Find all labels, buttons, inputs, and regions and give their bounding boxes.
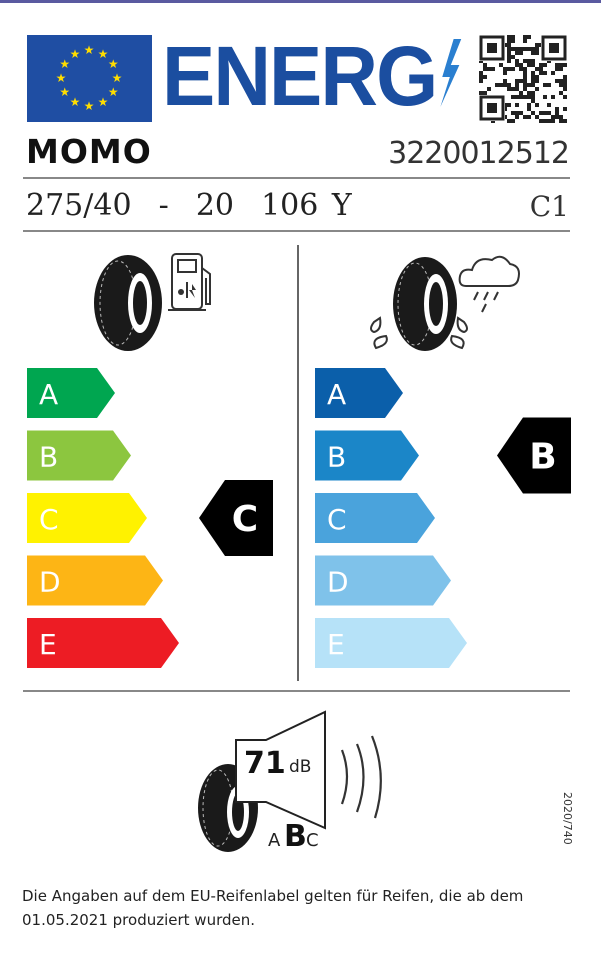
fuel-efficiency-bar-b: B	[27, 430, 131, 481]
fuel-efficiency-bar-a: A	[27, 368, 115, 418]
wet-grip-tyre-icon	[370, 255, 520, 351]
water-splash-icon	[370, 316, 468, 350]
fuel-efficiency-bar-c: C	[27, 493, 147, 543]
star-icon: ★	[56, 71, 67, 85]
energy-title: ENERG	[162, 26, 463, 126]
fuel-pump-icon	[168, 253, 211, 311]
svg-text:C: C	[327, 503, 347, 536]
star-icon: ★	[70, 95, 81, 109]
divider	[23, 177, 570, 179]
footer-note: Die Angaben auf dem EU-Reifenlabel gelte…	[22, 887, 524, 929]
article-number: 3220012512	[388, 136, 570, 171]
svg-text:E: E	[39, 628, 57, 661]
star-icon: ★	[70, 47, 81, 61]
divider	[23, 690, 570, 692]
svg-text:B: B	[39, 441, 58, 474]
star-icon: ★	[112, 71, 123, 85]
noise-class-b: B	[284, 819, 307, 854]
noise-class-c: C	[306, 830, 319, 851]
svg-text:D: D	[39, 566, 61, 599]
divider	[23, 230, 570, 232]
regulation-number: 2020/740	[561, 792, 574, 845]
star-icon: ★	[98, 47, 109, 61]
wet-grip-bar-b: B	[315, 430, 419, 481]
wet-grip-bar-d: D	[315, 555, 451, 606]
svg-text:C: C	[232, 499, 258, 540]
top-border	[0, 0, 601, 3]
qr-code[interactable]	[478, 35, 568, 123]
fuel-efficiency-bar-e: E	[27, 618, 179, 668]
noise-value: 71	[244, 746, 286, 781]
eu-flag-logo: ★★★★★★★★★★★★	[27, 35, 152, 122]
star-icon: ★	[84, 99, 95, 113]
svg-text:B: B	[529, 437, 556, 478]
noise-unit: dB	[289, 757, 312, 777]
vertical-divider	[297, 245, 299, 681]
energy-title-text: ENERG	[162, 29, 438, 123]
fuel-efficiency-rating-indicator: C	[199, 480, 273, 556]
brand-name: MOMO	[26, 132, 152, 171]
rain-cloud-icon	[458, 255, 520, 313]
wet-grip-bar-a: A	[315, 368, 403, 418]
star-icon: ★	[108, 85, 119, 99]
svg-text:A: A	[327, 378, 346, 411]
svg-text:C: C	[39, 503, 59, 536]
lightning-icon	[440, 39, 461, 107]
star-icon: ★	[59, 85, 70, 99]
svg-text:A: A	[39, 378, 58, 411]
wet-grip-bar-c: C	[315, 493, 435, 543]
speaker-icon	[235, 710, 326, 830]
tyre-size: 275/40 - 20 106 Y	[26, 188, 352, 223]
wet-grip-bar-e: E	[315, 618, 467, 668]
wet-grip-rating-indicator: B	[497, 417, 571, 494]
star-icon: ★	[98, 95, 109, 109]
svg-text:B: B	[327, 441, 346, 474]
tyre-class: C1	[529, 190, 569, 223]
star-icon: ★	[108, 57, 119, 71]
sound-waves-icon	[340, 735, 382, 819]
star-icon: ★	[59, 57, 70, 71]
noise-class-a: A	[268, 830, 281, 851]
fuel-efficiency-bar-d: D	[27, 555, 163, 606]
fuel-tyre-icon	[94, 253, 211, 351]
star-icon: ★	[84, 43, 95, 57]
svg-text:E: E	[327, 628, 345, 661]
svg-text:D: D	[327, 566, 349, 599]
noise-icon	[198, 710, 382, 852]
